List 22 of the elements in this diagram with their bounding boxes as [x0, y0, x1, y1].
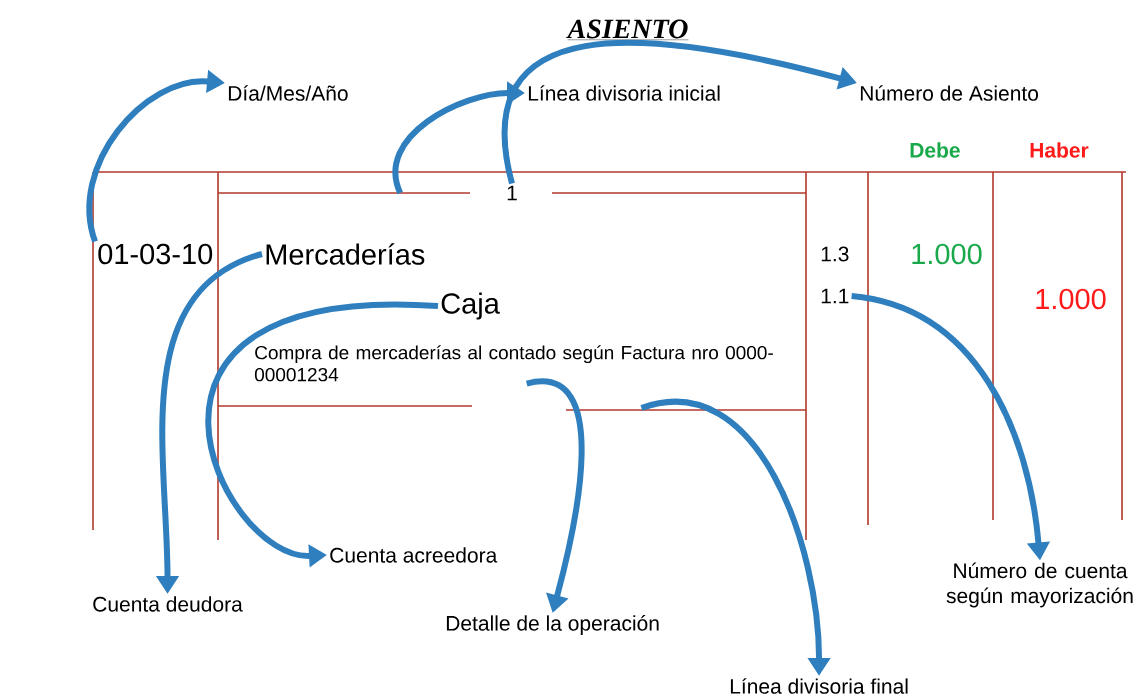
account-name: Mercaderías [266, 243, 425, 265]
callout-text: Cuenta acreedora [330, 547, 498, 563]
entry-number: 1 [507, 185, 517, 201]
amount: 1.000 [1036, 288, 1106, 310]
debe-heading: Debe [910, 142, 960, 158]
entry-date: 01-03-10 [98, 243, 213, 265]
callout-text: Cuenta deudora [93, 596, 243, 612]
account-number: 1.1 [821, 288, 849, 304]
callout-text: Línea divisoria final [730, 678, 908, 694]
callout-text: Número de cuenta según mayorización [946, 562, 1133, 608]
account-number: 1.3 [821, 246, 849, 262]
account-name: Caja [441, 292, 500, 320]
entry-description: Compra de mercaderías al contado según Factura nro 0000-00001234 [254, 345, 773, 382]
title: ASIENTO [566, 19, 689, 40]
amount: 1.000 [912, 243, 982, 265]
callout-text: Número de Asiento [860, 85, 1039, 101]
callout-text: Línea divisoria inicial [528, 85, 720, 101]
divider-line [217, 405, 807, 411]
callout-text: Detalle de la operación [446, 615, 659, 635]
divider-line [217, 192, 807, 194]
haber-heading: Haber [1030, 142, 1089, 158]
callout-text: Día/Mes/Año [228, 85, 348, 101]
